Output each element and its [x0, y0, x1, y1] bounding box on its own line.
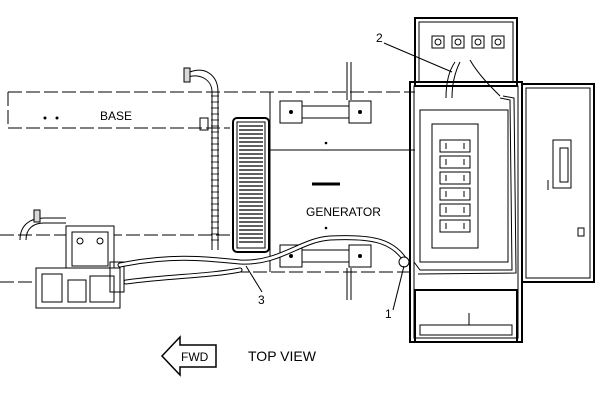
leader-lines: [245, 42, 453, 311]
base-label: BASE: [100, 109, 132, 123]
cabinet-door: [521, 83, 595, 283]
pump-assembly: [19, 209, 125, 309]
top-view-label: TOP VIEW: [248, 348, 317, 364]
hose-3: [117, 235, 408, 285]
radiator-grille: [232, 117, 270, 253]
callout-2: 2: [376, 31, 383, 45]
generator-label: GENERATOR: [306, 205, 381, 219]
cable-2: [445, 59, 501, 99]
callout-1: 1: [385, 307, 392, 321]
fwd-label: FWD: [181, 350, 209, 364]
control-cabinet: [409, 17, 523, 343]
forward-arrow: FWD: [160, 335, 217, 377]
connector-1: [398, 256, 410, 268]
generator-body: [269, 62, 415, 300]
callout-3: 3: [258, 293, 265, 307]
exhaust-pipe: [183, 67, 219, 250]
